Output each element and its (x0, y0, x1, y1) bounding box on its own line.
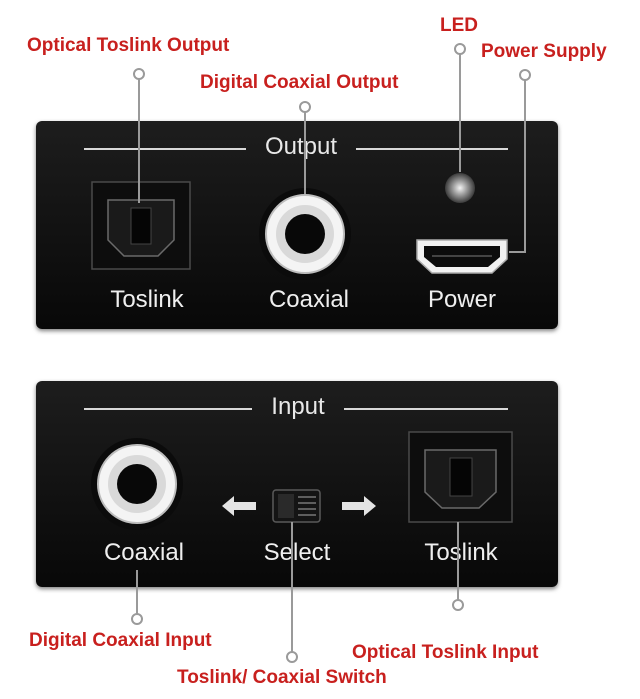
output-toslink-port (91, 181, 191, 270)
optical-toslink-input-callout: Optical Toslink Input (352, 642, 539, 663)
input-divider-right (344, 408, 508, 410)
leader-coaxial-input (131, 570, 143, 625)
leader-coaxial-output (299, 101, 311, 194)
output-coaxial-port (259, 188, 351, 280)
optical-toslink-output-callout: Optical Toslink Output (27, 35, 230, 56)
toslink-coaxial-switch-callout: Toslink/ Coaxial Switch (177, 667, 387, 688)
leader-optical-input (452, 522, 464, 611)
input-coaxial-label: Coaxial (103, 539, 185, 566)
output-divider-right (356, 148, 508, 150)
input-toslink-port (408, 431, 513, 523)
output-toslink-label: Toslink (110, 286, 184, 313)
leader-switch (286, 522, 298, 663)
leader-power-supply (509, 69, 531, 253)
input-select-label: Select (263, 539, 331, 566)
output-panel: Output Toslink Coaxial Power (36, 121, 558, 329)
digital-coaxial-output-callout: Digital Coaxial Output (200, 72, 399, 93)
input-coaxial-port (91, 438, 183, 530)
output-power-label: Power (427, 286, 497, 313)
arrow-left-icon (222, 496, 256, 516)
leader-led (454, 43, 466, 172)
digital-coaxial-input-callout: Digital Coaxial Input (29, 630, 212, 651)
input-divider-left (84, 408, 252, 410)
output-divider-left (84, 148, 246, 150)
leader-optical-output (133, 68, 145, 203)
led-callout: LED (440, 15, 478, 36)
output-coaxial-label: Coaxial (268, 286, 350, 313)
power-supply-callout: Power Supply (481, 41, 607, 62)
input-panel-title: Input (271, 393, 325, 420)
select-switch[interactable] (272, 489, 321, 523)
power-port (416, 239, 508, 274)
input-toslink-label: Toslink (424, 539, 498, 566)
output-panel-title: Output (264, 133, 338, 160)
arrow-right-icon (342, 496, 376, 516)
led-light (445, 173, 475, 203)
